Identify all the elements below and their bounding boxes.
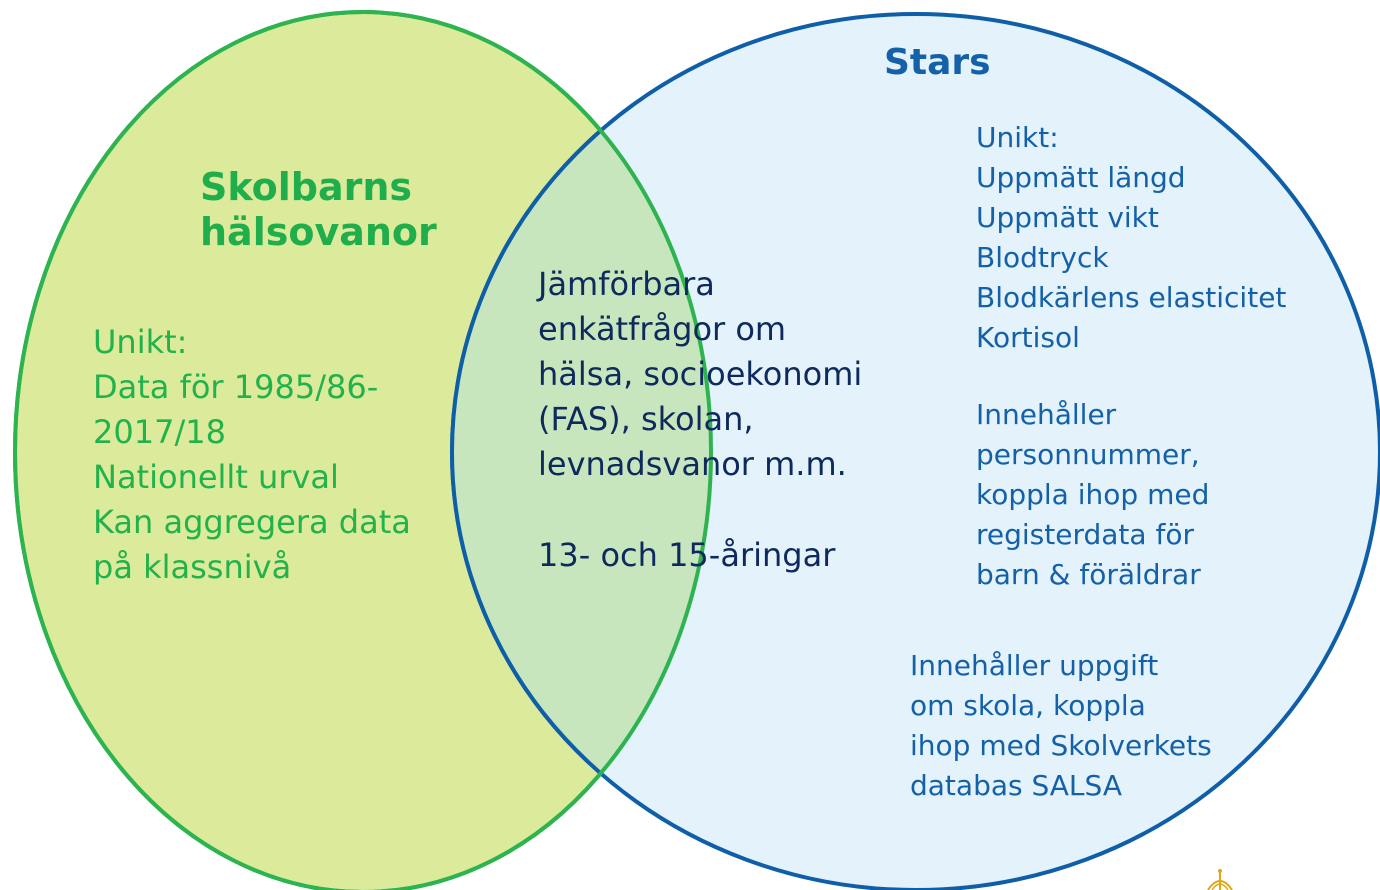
left-unique-item: Data för 1985/86-	[93, 368, 379, 406]
right-school-line: ihop med Skolverkets	[910, 729, 1212, 762]
left-title-line: hälsovanor	[200, 210, 437, 254]
left-title: Skolbarns hälsovanor	[200, 165, 437, 255]
shared-content: Jämförbara enkätfrågor om hälsa, socioek…	[538, 262, 862, 487]
shared-ages: 13- och 15-åringar	[538, 533, 835, 578]
shared-item: (FAS), skolan,	[538, 400, 754, 438]
left-title-line: Skolbarns	[200, 165, 413, 209]
right-unique-list: Unikt: Uppmätt längd Uppmätt vikt Blodtr…	[976, 118, 1286, 358]
shared-item: Jämförbara	[538, 265, 715, 303]
left-unique-item: Kan aggregera data	[93, 503, 411, 541]
shared-item: levnadsvanor m.m.	[538, 445, 847, 483]
right-school-line: Innehåller uppgift	[910, 649, 1159, 682]
left-unique-item: på klassnivå	[93, 548, 292, 586]
left-unique-list: Unikt: Data för 1985/86- 2017/18 Natione…	[93, 320, 411, 590]
right-unique-item: Uppmätt vikt	[976, 201, 1159, 234]
right-registry-line: registerdata för	[976, 518, 1194, 551]
crown-emblem-icon	[1207, 869, 1233, 890]
left-unique-item: Nationellt urval	[93, 458, 339, 496]
right-school-text: Innehåller uppgift om skola, koppla ihop…	[910, 646, 1212, 806]
right-school-line: om skola, koppla	[910, 689, 1146, 722]
shared-ages-text: 13- och 15-åringar	[538, 536, 836, 574]
right-registry-line: barn & föräldrar	[976, 558, 1201, 591]
right-unique-item: Blodtryck	[976, 241, 1109, 274]
right-title: Stars	[884, 42, 991, 83]
right-unique-item: Unikt:	[976, 121, 1059, 154]
left-circle-outline	[13, 10, 713, 890]
right-unique-item: Kortisol	[976, 321, 1080, 354]
right-registry-line: Innehåller	[976, 398, 1117, 431]
shared-item: hälsa, socioekonomi	[538, 355, 863, 393]
left-unique-item: 2017/18	[93, 413, 226, 451]
right-unique-item: Uppmätt längd	[976, 161, 1186, 194]
right-school-line: databas SALSA	[910, 769, 1122, 802]
right-registry-line: koppla ihop med	[976, 478, 1210, 511]
right-circle-outline	[450, 12, 711, 890]
shared-item: enkätfrågor om	[538, 310, 787, 348]
right-registry-text: Innehåller personnummer, koppla ihop med…	[976, 395, 1209, 595]
right-registry-line: personnummer,	[976, 438, 1200, 471]
right-unique-item: Blodkärlens elasticitet	[976, 281, 1287, 314]
left-unique-item: Unikt:	[93, 323, 188, 361]
